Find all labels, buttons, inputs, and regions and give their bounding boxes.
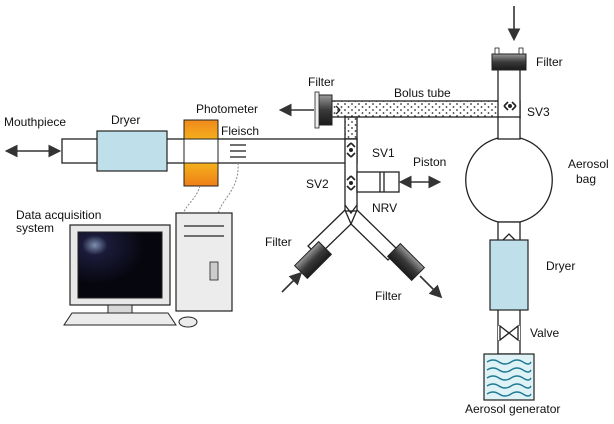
dryer-left bbox=[96, 130, 168, 172]
sv2-valve-icon bbox=[346, 175, 356, 191]
label-filter-y-right: Filter bbox=[375, 289, 402, 303]
wire-photometer bbox=[182, 185, 201, 216]
aerosol-generator bbox=[483, 353, 535, 401]
label-sv2: SV2 bbox=[306, 177, 329, 191]
photometer bbox=[183, 119, 219, 187]
keyboard bbox=[63, 312, 177, 326]
mouse bbox=[178, 316, 198, 328]
label-sv3: SV3 bbox=[527, 105, 550, 119]
nrv-valve-icon bbox=[344, 204, 358, 215]
y-branch-right bbox=[350, 208, 399, 261]
label-data-acq-2: system bbox=[16, 221, 54, 235]
piston bbox=[356, 171, 400, 193]
sv3-valve-icon bbox=[503, 101, 517, 111]
label-fleisch: Fleisch bbox=[221, 124, 259, 138]
filter-top bbox=[491, 47, 527, 71]
bolus-tube bbox=[329, 67, 521, 140]
filter-y-right bbox=[386, 242, 426, 282]
label-mouthpiece: Mouthpiece bbox=[4, 115, 66, 129]
valve bbox=[498, 324, 520, 342]
aerosol-bag bbox=[465, 137, 553, 223]
label-data-acq-1: Data acquisition bbox=[16, 208, 101, 222]
monitor-screen bbox=[77, 231, 163, 299]
label-sv1: SV1 bbox=[372, 146, 395, 160]
tower bbox=[175, 212, 233, 312]
label-filter-bolus: Filter bbox=[308, 75, 335, 89]
label-aerosol-bag-1: Aerosol bbox=[568, 157, 609, 171]
computer bbox=[63, 212, 233, 328]
dryer-right bbox=[489, 239, 529, 311]
label-filter-top: Filter bbox=[536, 55, 563, 69]
label-valve: Valve bbox=[530, 326, 559, 340]
filter-bolus bbox=[314, 91, 333, 129]
sv1-valve-icon bbox=[346, 142, 356, 158]
bolus-flow-chevron bbox=[335, 105, 341, 115]
label-photometer: Photometer bbox=[196, 102, 258, 116]
label-filter-y-left: Filter bbox=[265, 235, 292, 249]
wire-fleisch bbox=[217, 162, 239, 216]
label-bolus-tube: Bolus tube bbox=[394, 86, 451, 100]
label-piston: Piston bbox=[413, 155, 446, 169]
label-aerosol-generator: Aerosol generator bbox=[465, 402, 560, 416]
fleisch-element bbox=[230, 144, 246, 158]
label-dryer-right: Dryer bbox=[546, 259, 575, 273]
label-dryer-left: Dryer bbox=[111, 113, 140, 127]
filter-in-arrow bbox=[281, 271, 303, 293]
label-nrv: NRV bbox=[372, 201, 397, 215]
filter-out-arrow bbox=[419, 275, 443, 299]
label-aerosol-bag-2: bag bbox=[576, 172, 596, 186]
